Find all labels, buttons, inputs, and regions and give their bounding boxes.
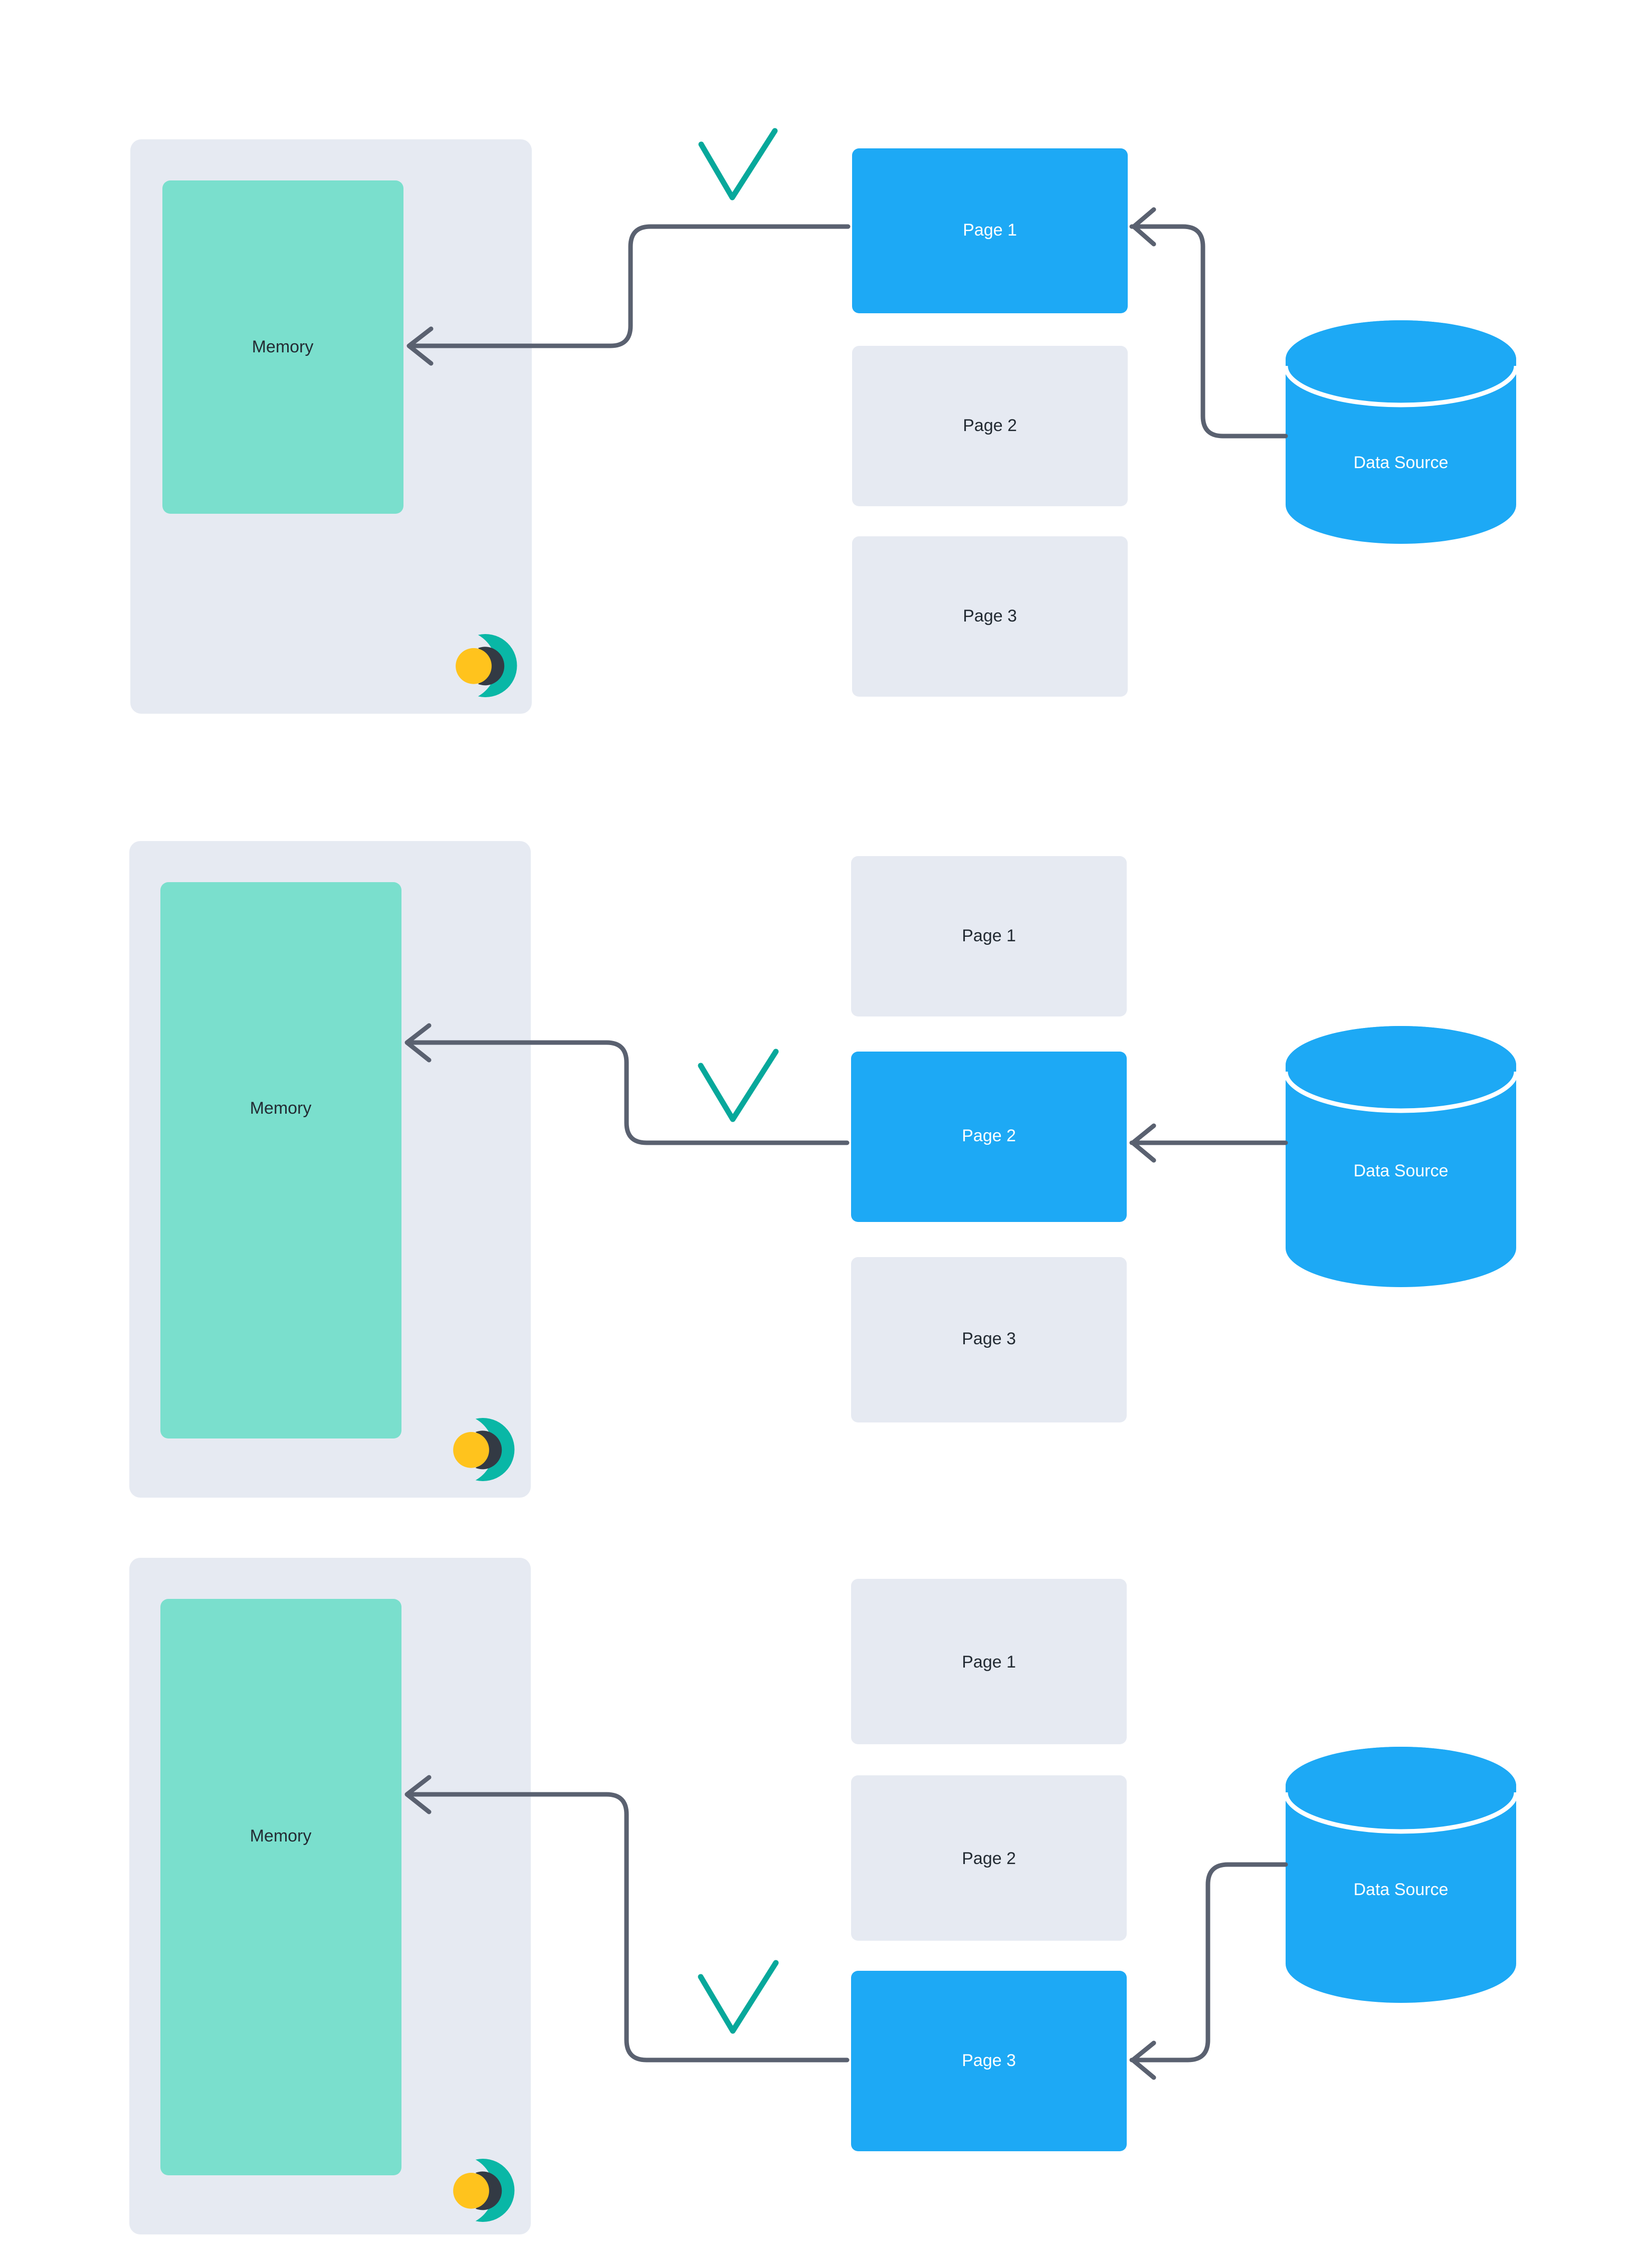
page-box-3[interactable] (851, 1257, 1127, 1422)
data-source-label: Data Source (1354, 1880, 1449, 1899)
arrow-left-icon-source (1131, 207, 1156, 247)
page-box-2[interactable] (851, 1052, 1127, 1222)
database-cylinder-icon (1283, 1026, 1519, 1287)
connector-source-to-page (1129, 224, 1288, 439)
page-box-3[interactable] (851, 1971, 1127, 2151)
page-label-1: Page 1 (962, 1653, 1016, 1672)
page-box-1[interactable] (851, 856, 1127, 1016)
check-icon (698, 1049, 779, 1122)
check-icon (698, 1960, 779, 2034)
memory-box (160, 882, 401, 1438)
arrow-left-icon-memory (404, 1023, 432, 1063)
check-icon (698, 128, 778, 200)
arrow-left-icon-memory (404, 1775, 432, 1814)
database-cylinder-icon (1283, 1747, 1519, 2003)
arrow-left-icon-memory (406, 326, 434, 366)
memory-label: Memory (250, 1099, 312, 1118)
step-1-group: Memory Page 1 Page 2 Page 3 Data Source (130, 128, 1519, 714)
step-2-group: Memory Page 1 Page 2 Page 3 Data Source (129, 841, 1519, 1498)
page-label-2: Page 2 (962, 1126, 1016, 1145)
page-box-3[interactable] (852, 536, 1128, 697)
memory-box (160, 1599, 401, 2175)
page-label-3: Page 3 (962, 1329, 1016, 1348)
memory-label: Memory (252, 337, 314, 356)
data-source-label: Data Source (1354, 453, 1449, 472)
arrow-left-icon-source (1130, 1123, 1156, 1163)
connector-page-to-memory (406, 1792, 850, 2063)
page-box-1[interactable] (851, 1579, 1127, 1744)
connector-page-to-memory (408, 224, 851, 348)
data-source-label: Data Source (1354, 1161, 1449, 1180)
step-3-group: Memory Page 1 Page 2 Page 3 Data Source (129, 1558, 1519, 2234)
memory-label: Memory (250, 1826, 312, 1845)
database-cylinder-icon (1283, 320, 1519, 544)
page-box-1[interactable] (852, 148, 1128, 313)
page-box-2[interactable] (852, 346, 1128, 506)
page-label-1: Page 1 (962, 926, 1016, 945)
page-label-2: Page 2 (962, 1849, 1016, 1868)
page-box-2[interactable] (851, 1775, 1127, 1941)
page-label-3: Page 3 (962, 2051, 1016, 2070)
page-label-2: Page 2 (963, 416, 1017, 435)
page-label-3: Page 3 (963, 606, 1017, 626)
memory-box (162, 180, 403, 514)
connector-source-to-page (1129, 1862, 1288, 2063)
arrow-left-icon-source (1130, 2040, 1156, 2080)
page-label-1: Page 1 (963, 221, 1017, 240)
connector-page-to-memory (406, 1040, 850, 1145)
